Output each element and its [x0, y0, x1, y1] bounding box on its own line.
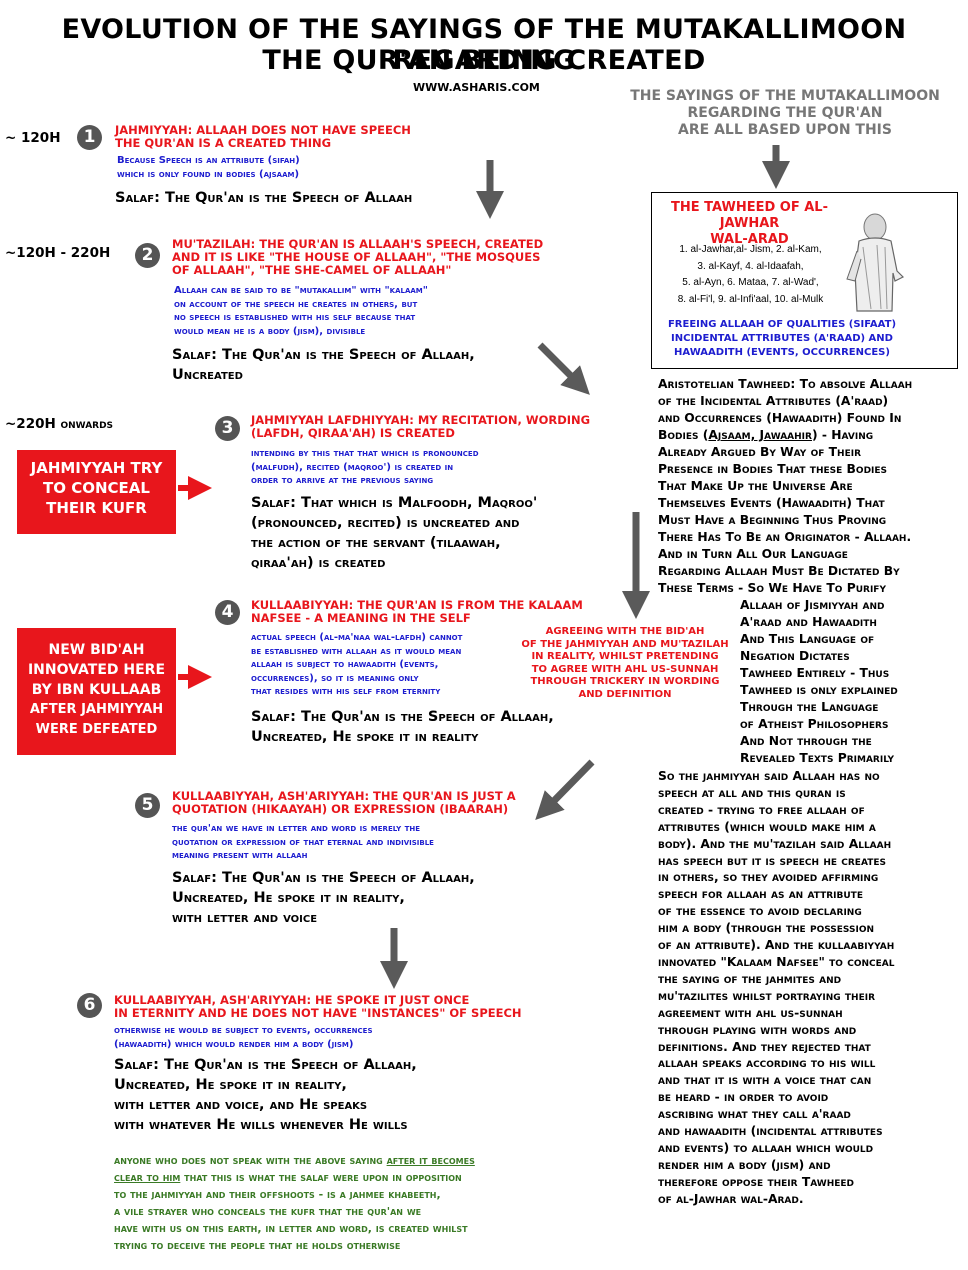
- step-number-1: 1: [77, 125, 102, 150]
- step-number-6: 6: [77, 993, 102, 1018]
- stage5-reason: the qur'an we have in letter and word is…: [172, 823, 434, 861]
- green-warning: anyone who does not speak with the above…: [114, 1154, 475, 1252]
- stage5-salaf: Salaf: The Qur'an is the Speech of Allaa…: [172, 870, 475, 926]
- stage4-reason: actual speech (al-ma'naa wal-lafdh) cann…: [251, 632, 463, 697]
- date-label-1: ~ 120H: [5, 130, 61, 146]
- step-number-4: 4: [215, 600, 240, 625]
- step-number-5: 5: [135, 793, 160, 818]
- step-number-2: 2: [135, 243, 160, 268]
- stage1-salaf: Salaf: The Qur'an is the Speech of Allaa…: [115, 190, 413, 206]
- stage3-reason: intending by this that that which is pro…: [251, 448, 479, 486]
- stage6-salaf: Salaf: The Qur'an is the Speech of Allaa…: [114, 1057, 417, 1133]
- stage5-claim: KULLAABIYYAH, ASH'ARIYYAH: THE QUR'AN IS…: [172, 789, 516, 816]
- tawheed-box-caption: FREEING ALLAAH OF QUALITIES (SIFAAT)INCI…: [667, 319, 897, 358]
- arrow-down-right-2: [537, 342, 590, 395]
- step-number-3: 3: [215, 416, 240, 441]
- stage2-reason: Allaah can be said to be "mutakallim" wi…: [174, 285, 428, 337]
- philosopher-figure-icon: [846, 213, 905, 312]
- stage2-salaf: Salaf: The Qur'an is the Speech of Allaa…: [172, 347, 475, 383]
- date-label-3: ~220H onwards: [5, 416, 114, 432]
- website-url[interactable]: WWW.ASHARIS.COM: [413, 81, 540, 94]
- stage6-claim: KULLAABIYYAH, ASH'ARIYYAH: HE SPOKE IT J…: [114, 993, 522, 1020]
- page-title-line2: THE QUR'AN BEING CREATED: [262, 45, 706, 76]
- stage4-claim: KULLAABIYYAH: THE QUR'AN IS FROM THE KAL…: [251, 598, 583, 625]
- page-title-line1: EVOLUTION OF THE SAYINGS OF THE MUTAKALL…: [61, 14, 907, 76]
- stage6-reason: otherwise he would be subject to events,…: [114, 1025, 373, 1050]
- stage4-salaf: Salaf: The Qur'an is the Speech of Allaa…: [251, 709, 554, 745]
- stage1-reason: Because Speech is an attribute (sifah)wh…: [117, 155, 300, 180]
- categories-list: 1. al-Jawhar,al- Jism, 2. al-Kam,3. al-K…: [677, 244, 824, 305]
- stage3-claim: JAHMIYYAH LAFDHIYYAH: MY RECITATION, WOR…: [251, 413, 591, 440]
- arrow-down-left-5: [535, 759, 595, 821]
- date-label-2: ~120H - 220H: [5, 245, 111, 261]
- stage3-salaf: Salaf: That which is Malfoodh, Maqroo'(p…: [251, 495, 538, 571]
- stage2-claim: MU'TAZILAH: THE QUR'AN IS ALLAAH'S SPEEC…: [172, 237, 544, 277]
